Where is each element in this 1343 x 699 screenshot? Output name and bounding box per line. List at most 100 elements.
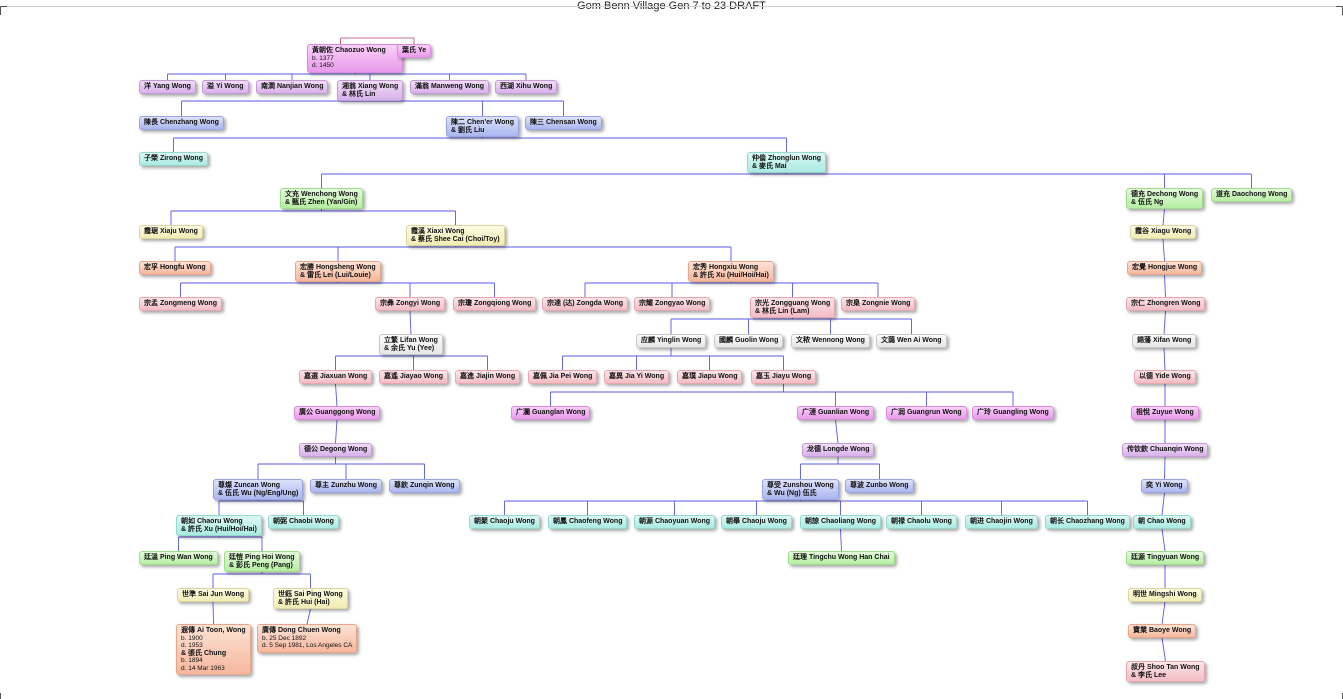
person-box-yi2[interactable]: 奕 Yi Wong: [1141, 479, 1188, 493]
person-box-zirong[interactable]: 子榮 Zirong Wong: [139, 152, 208, 166]
person-name: 宏秀 Hongxiu Wong: [693, 264, 759, 271]
person-box-hongjue[interactable]: 宏覺 Hongjue Wong: [1127, 261, 1203, 275]
person-box-xihu[interactable]: 西湖 Xihu Wong: [495, 80, 558, 94]
person-box-zunzhu[interactable]: 尊主 Zunzhu Wong: [310, 479, 383, 493]
person-name: 寶業 Baoye Wong: [1133, 627, 1192, 634]
person-box-jiapei[interactable]: 嘉佩 Jia Pei Wong: [528, 370, 598, 384]
person-box-guolin[interactable]: 國麟 Guolin Wong: [714, 334, 784, 348]
person-box-chaojin[interactable]: 朝进 Chaojin Wong: [965, 515, 1038, 529]
person-box-wenai[interactable]: 文藹 Wen Ai Wong: [876, 334, 947, 348]
person-box-ye[interactable]: 葉氏 Ye: [397, 44, 432, 58]
person-box-degong[interactable]: 德公 Degong Wong: [299, 443, 373, 457]
person-box-zongyao[interactable]: 宗耀 Zongyao Wong: [634, 297, 711, 311]
person-box-jiapu[interactable]: 嘉璞 Jiapu Wong: [677, 370, 743, 384]
person-box-chaoliang[interactable]: 朝諒 Chaoliang Wong: [800, 515, 882, 529]
person-box-zongda[interactable]: 宗達 (达) Zongda Wong: [542, 297, 629, 311]
person-box-zongmeng[interactable]: 宗孟 Zongmeng Wong: [139, 297, 222, 311]
person-box-xifan[interactable]: 錫藩 Xifan Wong: [1132, 334, 1197, 348]
person-name: 陳長 Chenzhang Wong: [144, 119, 219, 126]
person-box-nanjian[interactable]: 南澗 Nanjian Wong: [256, 80, 329, 94]
person-name: 國麟 Guolin Wong: [719, 337, 779, 344]
person-name: 文藹 Wen Ai Wong: [881, 337, 942, 344]
person-box-zongguang[interactable]: 宗光 Zongguang Wong& 林氏 Lin (Lam): [750, 297, 836, 318]
person-name: 朝源 Chaoyuan Wong: [639, 518, 711, 525]
person-box-chener[interactable]: 陳二 Chen'er Wong& 劉氏 Liu: [446, 116, 519, 137]
person-name: 陳三 Chensan Wong: [530, 119, 597, 126]
person-box-jiayao[interactable]: 嘉遙 Jiayao Wong: [379, 370, 448, 384]
person-box-xiagu[interactable]: 霞谷 Xiagu Wong: [1130, 225, 1197, 239]
person-box-yang[interactable]: 洋 Yang Wong: [139, 80, 196, 94]
person-box-saijun[interactable]: 世準 Sai Jun Wong: [177, 588, 250, 602]
connector-baoye-shootan: [1161, 637, 1166, 662]
person-box-dechong[interactable]: 德充 Dechong Wong& 伍氏 Ng: [1126, 188, 1204, 209]
person-box-jiaxuan[interactable]: 嘉選 Jiaxuan Wong: [299, 370, 373, 384]
person-box-zunbo[interactable]: 尊波 Zunbo Wong: [845, 479, 914, 493]
person-box-longde[interactable]: 龙德 Longde Wong: [802, 443, 875, 457]
person-box-zongyi[interactable]: 宗彝 Zongyi Wong: [375, 297, 446, 311]
person-box-wenchong[interactable]: 文充 Wenchong Wong& 甄氏 Zhen (Yan/Gin): [280, 188, 363, 209]
person-box-jiajin[interactable]: 嘉進 Jiajin Wong: [455, 370, 521, 384]
person-box-saiping[interactable]: 世鈺 Sai Ping Wong& 許氏 Hui (Hai): [273, 588, 348, 609]
person-box-chaozhang[interactable]: 朝长 Chaozhang Wong: [1045, 515, 1130, 529]
person-box-guanlian[interactable]: 广漣 Guanlian Wong: [797, 406, 875, 420]
person-name: 嘉璞 Jiapu Wong: [682, 373, 738, 380]
connector-saijun-aitoon: [212, 601, 214, 625]
person-box-chuanqin[interactable]: 传钦欽 Chuanqin Wong: [1122, 443, 1209, 457]
person-box-hongsheng[interactable]: 宏勝 Hongsheng Wong& 雷氏 Lei (Lui/Louie): [295, 261, 381, 282]
person-box-tingyuan[interactable]: 廷源 Tingyuan Wong: [1126, 551, 1205, 565]
person-box-pingwan[interactable]: 廷溫 Ping Wan Wong: [139, 551, 218, 565]
person-box-pinghoi[interactable]: 廷愷 Ping Hoi Wong& 彭氏 Peng (Pang): [224, 551, 300, 572]
person-box-chaoju1[interactable]: 朝聚 Chaoju Wong: [469, 515, 540, 529]
person-box-zunqin[interactable]: 尊欽 Zunqin Wong: [389, 479, 460, 493]
person-box-manweng[interactable]: 滿翁 Manweng Wong: [410, 80, 490, 94]
person-box-guanggong[interactable]: 廣公 Guanggong Wong: [294, 406, 381, 420]
person-box-yide[interactable]: 以德 Yide Wong: [1134, 370, 1196, 384]
person-box-zunshou[interactable]: 尊受 Zunshou Wong& Wu (Ng) 伍氏: [762, 479, 839, 500]
person-box-chaoyuan[interactable]: 朝源 Chaoyuan Wong: [634, 515, 716, 529]
person-box-zhonglun[interactable]: 仲倫 Zhonglun Wong& 麥氏 Mai: [747, 152, 827, 173]
connector-xiagu-hongjue: [1162, 238, 1165, 262]
person-box-zuyue[interactable]: 祖悅 Zuyue Wong: [1131, 406, 1199, 420]
person-box-baoye[interactable]: 寶業 Baoye Wong: [1128, 624, 1197, 638]
person-box-yi[interactable]: 溢 Yi Wong: [202, 80, 249, 94]
spouse-name: & Wu (Ng) 伍氏: [767, 489, 817, 497]
frame-corner-bottom-left: [0, 693, 7, 699]
person-box-zuncan[interactable]: 尊燦 Zuncan Wong& 伍氏 Wu (Ng/Eng/Ung): [213, 479, 304, 500]
person-box-xiaju[interactable]: 霞琚 Xiaju Wong: [139, 225, 203, 239]
person-box-lifan[interactable]: 立繁 Lifan Wong& 余氏 Yu (Yee): [379, 334, 443, 355]
person-box-chensan[interactable]: 陳三 Chensan Wong: [525, 116, 602, 130]
person-box-chaoju2[interactable]: 朝舉 Chaoju Wong: [721, 515, 792, 529]
life-date: d. 5 Sep 1981, Los Angeles CA: [262, 642, 353, 649]
person-box-zongqiong[interactable]: 宗瓊 Zongqiong Wong: [453, 297, 537, 311]
person-box-guangling[interactable]: 广玲 Guangling Wong: [972, 406, 1054, 420]
spouse-name: & 李氏 Lee: [1131, 671, 1167, 679]
person-box-chao[interactable]: 朝 Chao Wong: [1133, 515, 1191, 529]
person-box-xiaxi[interactable]: 霞溪 Xiaxi Wong& 蔡氏 Shee Cai (Choi/Toy): [406, 225, 505, 246]
person-box-chaolu[interactable]: 朝禄 Chaolu Wong: [886, 515, 957, 529]
person-box-xiang[interactable]: 湘翁 Xiang Wong& 林氏 Lin: [337, 80, 404, 101]
person-box-chaoru[interactable]: 朝如 Chaoru Wong& 許氏 Xu (Hui/Hoi/Hai): [176, 515, 262, 536]
person-name: 宏覺 Hongjue Wong: [1132, 264, 1198, 271]
spouse-name: & 彭氏 Peng (Pang): [229, 561, 293, 569]
person-box-mingshi[interactable]: 明世 Mingshi Wong: [1128, 588, 1202, 602]
person-box-daochong[interactable]: 道充 Daochong Wong: [1211, 188, 1293, 202]
person-box-hongfu[interactable]: 宏孚 Hongfu Wong: [139, 261, 211, 275]
person-box-chaofeng[interactable]: 朝鳳 Chaofeng Wong: [548, 515, 628, 529]
person-box-guangrun[interactable]: 广润 Guangrun Wong: [886, 406, 967, 420]
person-box-shootan[interactable]: 叔丹 Shoo Tan Wong& 李氏 Lee: [1126, 661, 1205, 682]
person-name: 宗耀 Zongyao Wong: [639, 300, 706, 307]
person-box-chaobi[interactable]: 朝弼 Chaobi Wong: [268, 515, 339, 529]
person-box-wennong[interactable]: 文秾 Wennong Wong: [791, 334, 870, 348]
person-box-zhongren[interactable]: 宗仁 Zhongren Wong: [1126, 297, 1206, 311]
person-box-chenzhang[interactable]: 陳長 Chenzhang Wong: [139, 116, 224, 130]
person-box-zongnie[interactable]: 宗臬 Zongnie Wong: [841, 297, 916, 311]
person-box-yinglin[interactable]: 应麟 Yinglin Wong: [636, 334, 707, 348]
person-box-guanglan[interactable]: 广瀾 Guanglan Wong: [511, 406, 591, 420]
person-box-jiayu[interactable]: 嘉玉 Jiayu Wong: [751, 370, 817, 384]
person-box-tingchu[interactable]: 廷理 Tingchu Wong Han Chai: [788, 551, 895, 565]
person-box-hongxiu[interactable]: 宏秀 Hongxiu Wong& 許氏 Xu (Hui/Hoi/Hai): [688, 261, 774, 282]
person-box-jiayi[interactable]: 嘉異 Jia Yi Wong: [604, 370, 670, 384]
